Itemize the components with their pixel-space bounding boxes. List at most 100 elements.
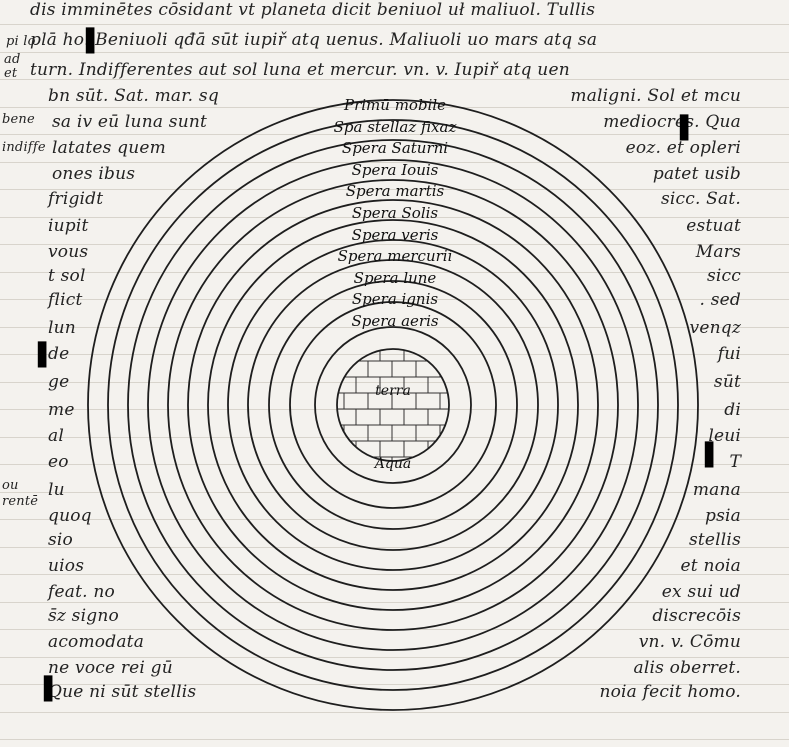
right-column-line: fui	[717, 344, 741, 364]
right-column-line: alis oberret.	[633, 658, 741, 678]
left-column-line: uios	[48, 556, 85, 576]
ruling-line	[0, 217, 789, 218]
margin-note-4: bene	[2, 112, 35, 127]
sphere-ring	[247, 259, 539, 551]
left-column-line: sio	[48, 530, 73, 550]
earth-label: terra	[375, 383, 411, 399]
left-column-line: Que ni sūt stellis	[48, 682, 197, 702]
sphere-ring	[147, 159, 639, 651]
sphere-ring	[87, 99, 699, 711]
left-column-line: ge	[48, 372, 70, 392]
right-column-line: discrecōis	[652, 606, 741, 626]
left-column-line: feat. no	[48, 582, 115, 602]
right-column-line: noia fecit homo.	[599, 682, 741, 702]
sphere-ring	[314, 326, 472, 484]
ruling-line	[0, 162, 789, 163]
sphere-label: Spera martis	[345, 182, 445, 201]
top-line-3: turn. Indifferentes aut sol luna et merc…	[30, 60, 570, 80]
decorated-initial: ▌	[44, 676, 61, 702]
ruling-line	[0, 602, 789, 603]
ruling-line	[0, 189, 789, 190]
decorated-initial: ▌	[705, 442, 722, 468]
right-column-line: estuat	[686, 216, 741, 236]
sphere-ring	[107, 119, 679, 691]
sphere-label: Primū mobile	[343, 96, 447, 114]
right-column-line: sūt	[713, 372, 741, 392]
sphere-ring	[268, 280, 518, 530]
earth-circle	[336, 348, 450, 462]
margin-note-2: ad	[4, 52, 21, 67]
decorated-initial: ▌	[680, 115, 697, 141]
sphere-label: Spera aeris	[351, 312, 439, 330]
ruling-line	[0, 464, 789, 465]
sphere-label: Spera Saturni	[341, 139, 449, 158]
top-line-1: dis imminētes cōsidant vt planeta dicit …	[30, 0, 596, 20]
right-column-line: maligni. Sol et mcu	[570, 86, 741, 106]
ruling-line	[0, 354, 789, 355]
sphere-ring	[227, 239, 559, 571]
right-column-line: sicc. Sat.	[660, 189, 741, 209]
right-column-line: T	[729, 452, 741, 472]
left-column-line: lun	[48, 318, 76, 338]
ruling-line	[0, 272, 789, 273]
right-column-line: di	[724, 400, 741, 420]
ruling-line	[0, 712, 789, 713]
left-column-line: vous	[48, 242, 89, 262]
sphere-label: Spera veris	[351, 225, 439, 244]
ruling-line	[0, 52, 789, 53]
left-column-line: iupit	[48, 216, 89, 236]
ruling-line	[0, 244, 789, 245]
ruling-line	[0, 519, 789, 520]
right-column-line: patet usib	[652, 164, 741, 184]
left-column-line: lu	[48, 480, 65, 500]
right-column-line: ex sui ud	[661, 582, 741, 602]
left-column-line: de	[48, 344, 70, 364]
margin-note-3: et	[4, 66, 18, 81]
ruling-line	[0, 574, 789, 575]
margin-note-1: pi lo	[6, 34, 36, 49]
ruling-line	[0, 492, 789, 493]
sphere-ring	[127, 139, 659, 671]
margin-note-6: ou	[2, 478, 19, 493]
right-column-line: eoz. et opleri	[625, 138, 741, 158]
left-column-line: al	[48, 426, 64, 446]
ruling-line	[0, 107, 789, 108]
left-column-line: acomodata	[48, 632, 145, 652]
ruling-line	[0, 134, 789, 135]
sphere-label: Spa stellaz fixaz	[333, 117, 457, 136]
sphere-label: Spera Solis	[351, 204, 439, 222]
ruling-line	[0, 684, 789, 685]
left-column-line: flict	[48, 290, 83, 310]
right-column-line: . sed	[699, 290, 741, 310]
ruling-line	[0, 382, 789, 383]
sphere-ring	[187, 199, 599, 611]
sphere-label: Spera mercurii	[337, 247, 453, 266]
sphere-label: Spera lune	[353, 268, 437, 287]
left-column-line: me	[48, 400, 75, 420]
sphere-ring	[207, 219, 579, 591]
earth-brick-pattern	[337, 349, 449, 461]
margin-note-5: indiffe	[2, 140, 46, 155]
ruling-line	[0, 299, 789, 300]
left-column-line: sa iv eū luna sunt	[52, 112, 208, 132]
right-column-line: Mars	[695, 242, 741, 262]
left-column-line: ones ibus	[52, 164, 136, 184]
right-column-line: sicc	[706, 266, 741, 286]
left-column-line: t sol	[48, 266, 86, 286]
left-column-line: frigidt	[48, 189, 104, 209]
decorated-initial: ▌	[86, 28, 103, 54]
decorated-initial: ▌	[38, 342, 55, 368]
left-column-line: ne voce rei gū	[48, 658, 173, 678]
left-column-line: bn sūt. Sat. mar. sq	[48, 86, 219, 106]
margin-note-7: rentē	[2, 494, 39, 509]
right-column-line: et noia	[680, 556, 741, 576]
left-column-line: quoq	[48, 506, 92, 526]
right-column-line: mana	[692, 480, 741, 500]
ruling-line	[0, 437, 789, 438]
sphere-ring	[167, 179, 619, 631]
right-column-line: vn. v. Cōmu	[638, 632, 741, 652]
right-column-line: mediocres. Qua	[603, 112, 741, 132]
left-column-line: latates quem	[52, 138, 166, 158]
